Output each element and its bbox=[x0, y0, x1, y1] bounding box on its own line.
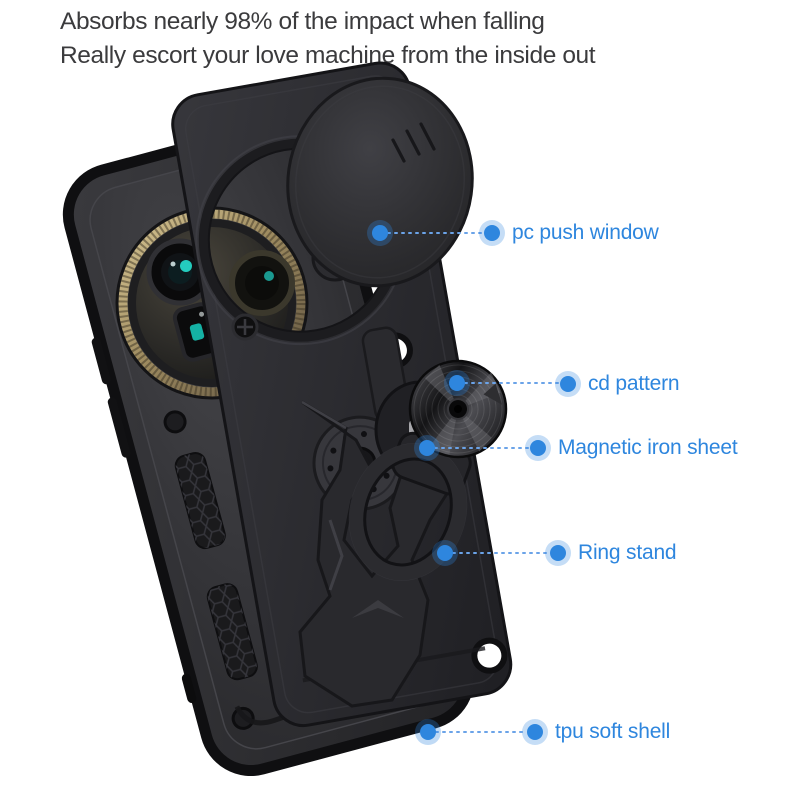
headline-line-1: Absorbs nearly 98% of the impact when fa… bbox=[60, 8, 545, 35]
leader-lines bbox=[387, 232, 559, 733]
lens-large bbox=[229, 250, 295, 316]
ring-stand-assembly bbox=[348, 359, 508, 581]
callout-label: Magnetic iron sheet bbox=[558, 436, 738, 459]
anchor-dot-pc-push-window bbox=[367, 220, 393, 246]
anchor-dot-cd-pattern bbox=[444, 370, 470, 396]
callout-dot-icon bbox=[484, 225, 500, 241]
callout-dot-icon bbox=[530, 440, 546, 456]
plate-hole-bottom bbox=[471, 637, 508, 674]
callout-magnetic-iron-sheet: Magnetic iron sheet bbox=[530, 433, 738, 463]
callout-dot-icon bbox=[550, 545, 566, 561]
slide-camera-cover bbox=[286, 76, 474, 288]
anchor-dot-magnetic-iron-sheet bbox=[414, 435, 440, 461]
headline-line-2: Really escort your love machine from the… bbox=[60, 42, 596, 69]
callout-ring-stand: Ring stand bbox=[550, 538, 677, 568]
callout-label: pc push window bbox=[512, 221, 659, 244]
cover-grip-slashes bbox=[391, 122, 436, 163]
headline: Absorbs nearly 98% of the impact when fa… bbox=[60, 5, 596, 73]
anchor-dot-ring-stand bbox=[432, 540, 458, 566]
anchor-dot-tpu-soft-shell bbox=[415, 719, 441, 745]
callout-tpu-soft-shell: tpu soft shell bbox=[527, 717, 670, 747]
cross-screw bbox=[231, 313, 259, 341]
callout-dot-icon bbox=[527, 724, 543, 740]
callout-label: tpu soft shell bbox=[555, 720, 671, 743]
volume-button bbox=[91, 337, 111, 385]
callout-dot-icon bbox=[560, 376, 576, 392]
port-cutout bbox=[181, 673, 197, 703]
callout-pc-push-window: pc push window bbox=[484, 218, 659, 248]
callout-label: cd pattern bbox=[588, 372, 680, 395]
cd-pattern-disc bbox=[408, 359, 508, 459]
power-button bbox=[107, 397, 131, 458]
callout-label: Ring stand bbox=[578, 541, 677, 564]
callout-cd-pattern: cd pattern bbox=[560, 369, 680, 399]
product-anchor-dots bbox=[367, 220, 470, 745]
